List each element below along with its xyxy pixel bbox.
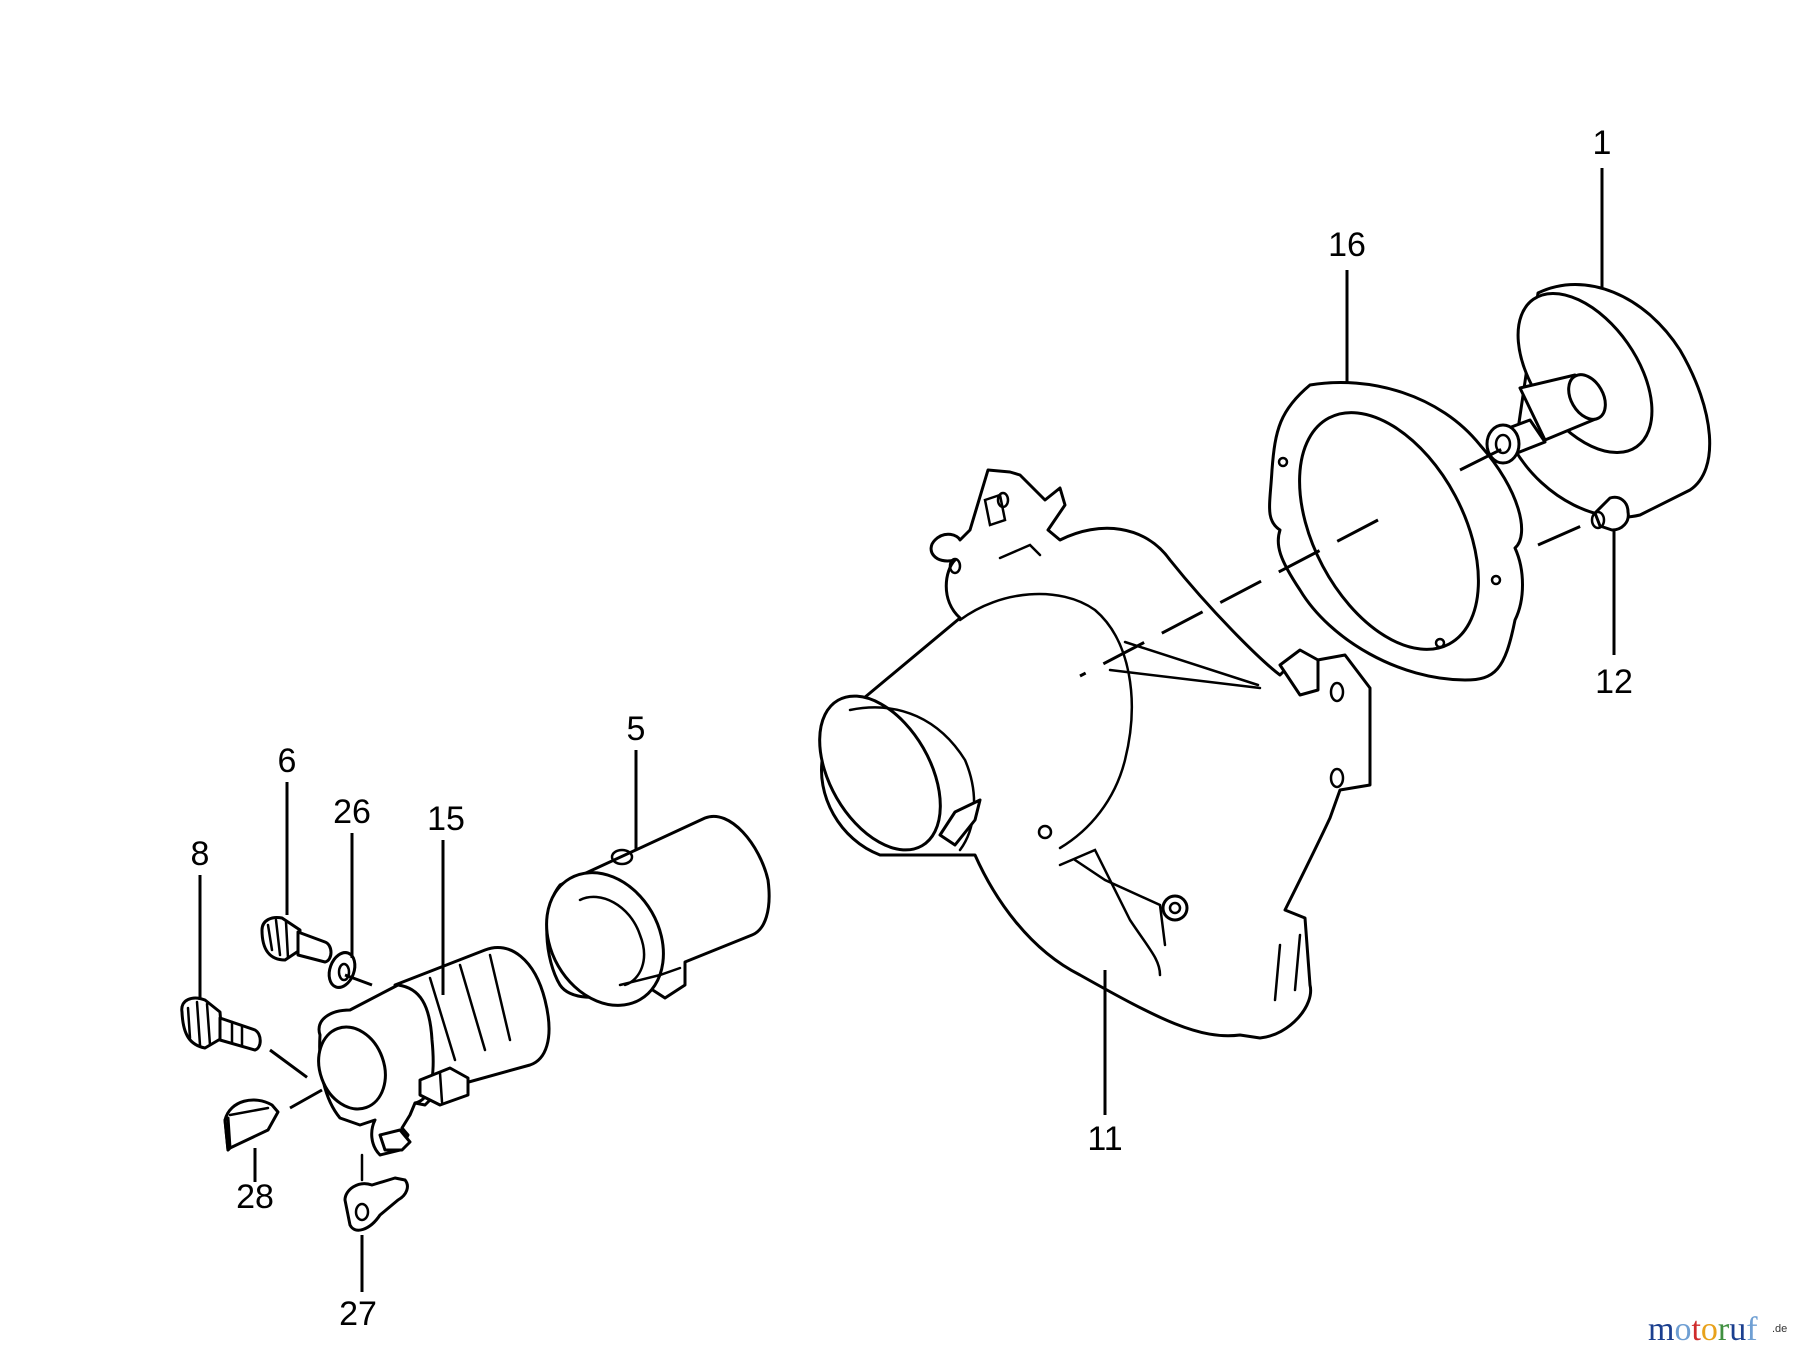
callout-15: 15	[427, 800, 465, 838]
leader-lines	[198, 168, 1616, 1292]
callout-5: 5	[627, 710, 646, 748]
assembly-lines	[269, 443, 1596, 1182]
callout-8: 8	[191, 835, 210, 873]
part-screw-6	[260, 916, 333, 964]
callout-6: 6	[278, 742, 297, 780]
callout-12: 12	[1595, 663, 1633, 701]
part-cap-28	[223, 1098, 280, 1152]
callout-28: 28	[236, 1178, 274, 1216]
part-lever-27	[343, 1176, 409, 1232]
part-sleeve	[545, 814, 771, 1007]
watermark-brand: motoruf	[1648, 1311, 1758, 1346]
callout-labels: 1 16 12 11 5 6 26 15 8 28 27	[191, 124, 1633, 1333]
watermark-suffix: .de	[1772, 1323, 1787, 1335]
part-washer-26	[327, 951, 357, 989]
watermark-logo: motoruf .de	[1648, 1311, 1787, 1346]
part-clutch-drum	[1485, 283, 1712, 519]
part-nut	[1590, 495, 1630, 532]
part-screw-8	[180, 996, 262, 1052]
part-gasket	[1268, 381, 1524, 682]
callout-11: 11	[1087, 1120, 1122, 1158]
callout-27: 27	[339, 1295, 377, 1333]
callout-16: 16	[1328, 226, 1366, 264]
callout-26: 26	[333, 793, 371, 831]
part-housing	[818, 468, 1372, 1040]
callout-1: 1	[1593, 124, 1612, 162]
part-clamp-bracket	[317, 945, 551, 1157]
